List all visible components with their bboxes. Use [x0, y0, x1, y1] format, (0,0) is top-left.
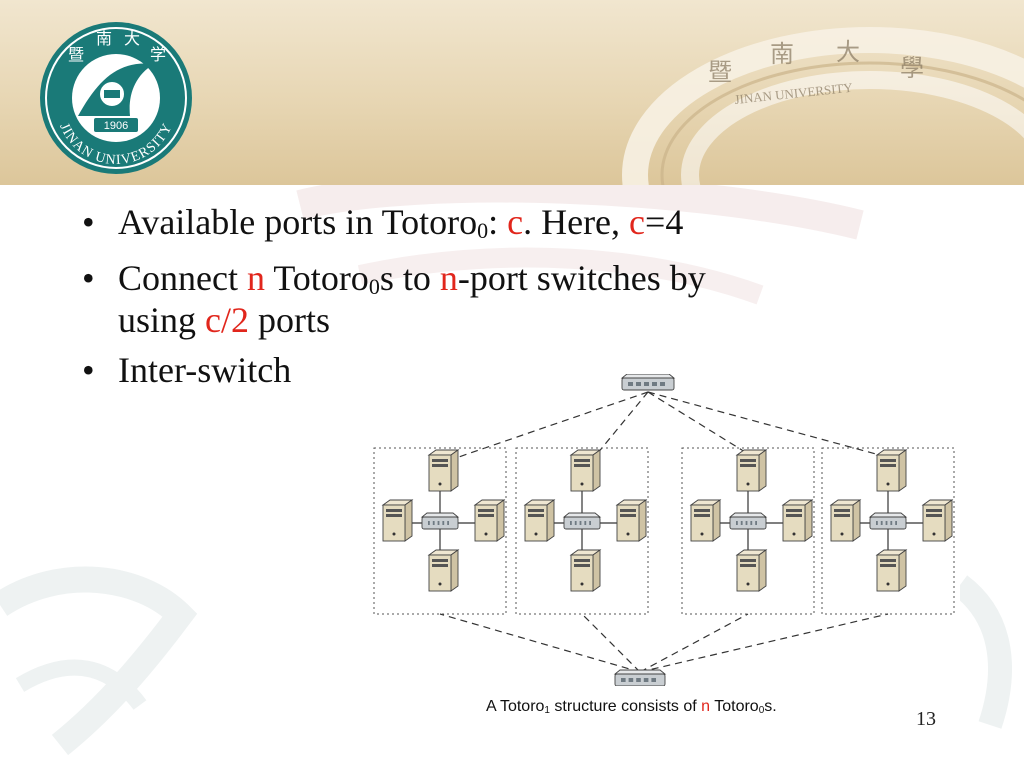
bullet-inter-switch: Inter-switch — [78, 342, 938, 398]
totoro0-group-3 — [681, 447, 815, 615]
totoro0-group-1 — [373, 447, 507, 615]
uplink-line — [449, 391, 649, 461]
switch-icon — [613, 669, 667, 686]
logo-year: 1906 — [104, 120, 128, 132]
server-icon — [875, 449, 908, 492]
uplink-line — [591, 391, 649, 461]
totoro1-diagram — [340, 374, 960, 686]
switch-icon — [420, 512, 460, 530]
uplink-line — [647, 391, 899, 461]
server-icon — [735, 549, 768, 592]
server-icon — [569, 549, 602, 592]
server-icon — [829, 499, 862, 542]
downlink-line — [581, 613, 641, 673]
logo-char-2: 南 — [96, 29, 112, 48]
server-icon — [523, 499, 556, 542]
switch-icon — [868, 512, 908, 530]
server-icon — [427, 549, 460, 592]
logo-char-4: 学 — [150, 45, 166, 64]
watermark-seal: 暨 南 大 學 JINAN UNIVERSITY — [622, 27, 1024, 185]
uplink-line — [647, 391, 759, 461]
server-icon — [427, 449, 460, 492]
server-icon — [689, 499, 722, 542]
bullet-ports: Available ports in Totoro0: c. Here, c=4 — [78, 194, 938, 250]
server-icon — [473, 499, 506, 542]
switch-icon — [562, 512, 602, 530]
logo-char-1: 暨 — [68, 45, 84, 64]
totoro0-group-4 — [821, 447, 955, 615]
watermark-char-3: 大 — [836, 38, 860, 66]
server-icon — [569, 449, 602, 492]
server-icon — [735, 449, 768, 492]
watermark-char-2: 南 — [770, 40, 794, 68]
downlink-line — [439, 613, 641, 673]
totoro0-group-2 — [515, 447, 649, 615]
page-number: 13 — [916, 708, 936, 730]
server-icon — [875, 549, 908, 592]
logo-char-3: 大 — [124, 29, 140, 48]
server-icon — [921, 499, 954, 542]
logo-emblem-text: NU — [140, 95, 158, 109]
watermark-char-4: 學 — [900, 54, 924, 82]
server-icon — [781, 499, 814, 542]
diagram-caption: A Totoro1 structure consists of n Totoro… — [486, 698, 777, 716]
watermark-char-1: 暨 — [708, 58, 732, 86]
header-banner: 暨 南 大 學 JINAN UNIVERSITY NU 1906 暨 南 大 学… — [0, 0, 1024, 185]
downlink-line — [639, 613, 889, 673]
university-logo: NU 1906 暨 南 大 学 JINAN UNIVERSITY — [40, 22, 192, 174]
bullet-list: Available ports in Totoro0: c. Here, c=4… — [78, 194, 938, 398]
server-icon — [381, 499, 414, 542]
server-icon — [615, 499, 648, 542]
downlink-line — [639, 613, 749, 673]
switch-icon — [620, 374, 676, 391]
switch-icon — [728, 512, 768, 530]
bullet-connect: Connect n Totoro0s to n-port switches by… — [78, 250, 938, 342]
